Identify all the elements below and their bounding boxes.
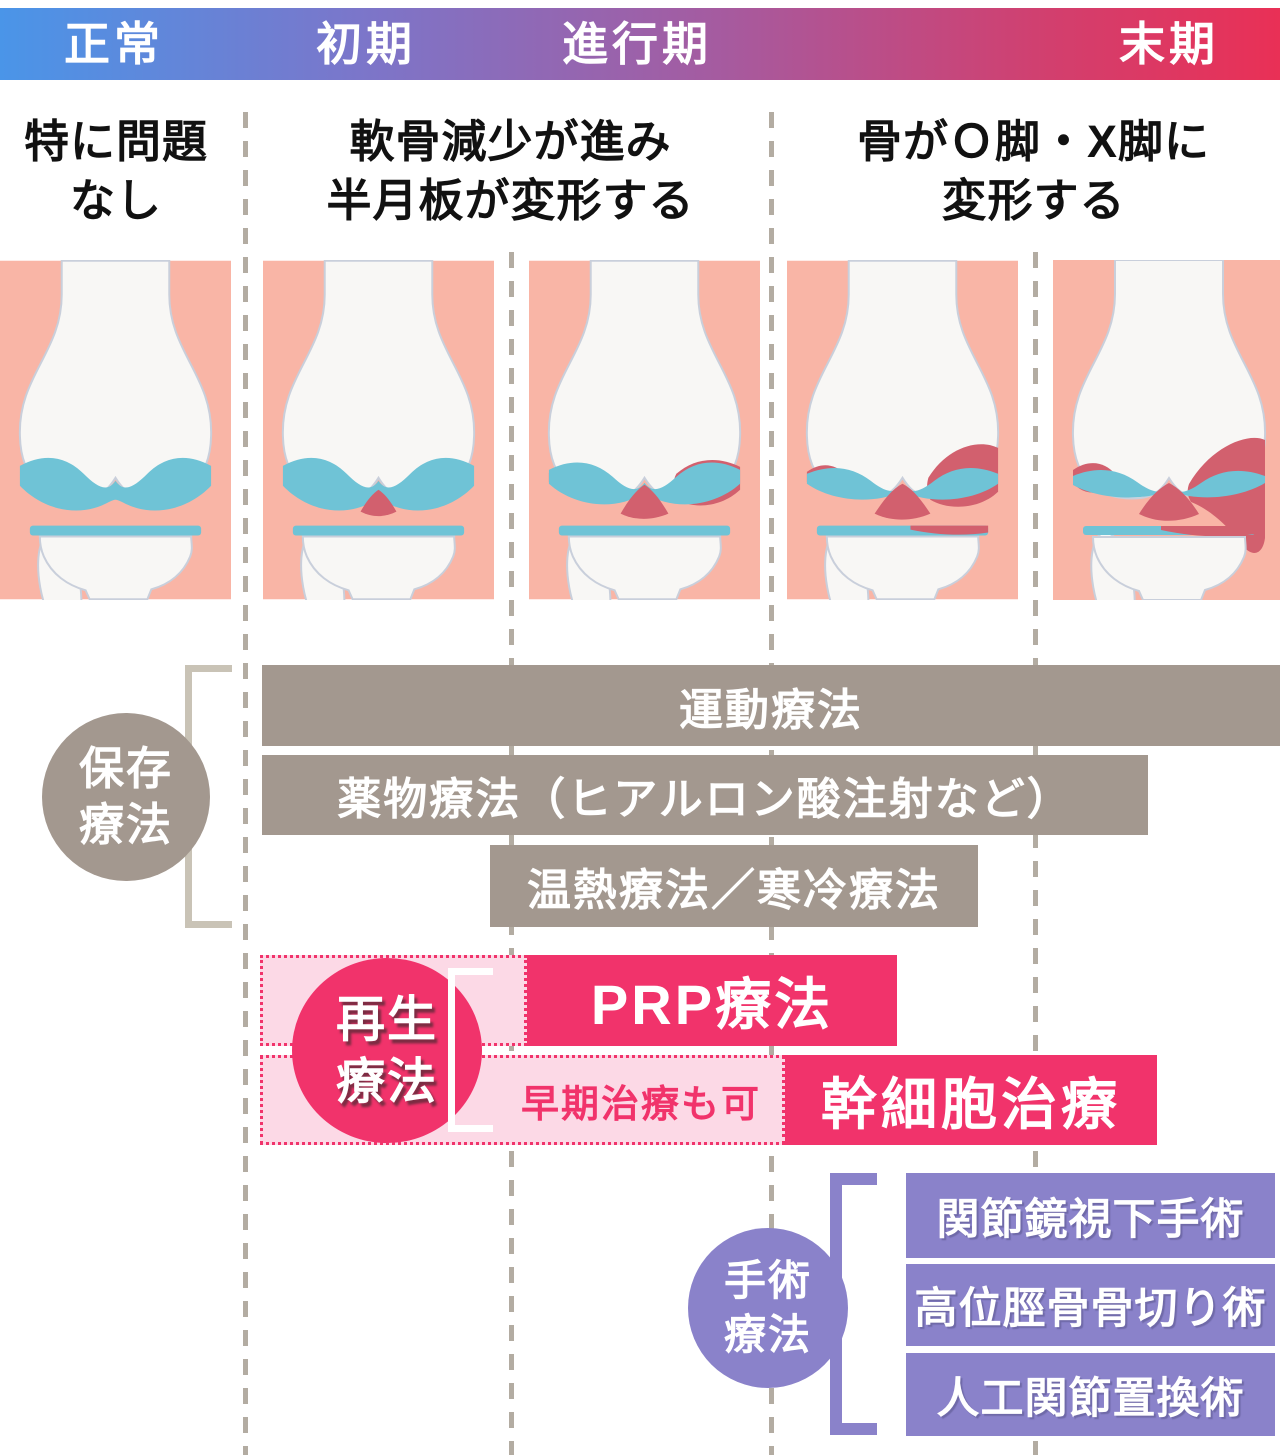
column-divider-1 <box>243 112 248 1455</box>
column-divider-4 <box>1033 252 1038 1455</box>
stage-label-early: 初期 <box>316 18 416 70</box>
therapy-bar-exercise: 運動療法 <box>262 665 1280 746</box>
stage-gradient-bar: 正常 初期 進行期 末期 <box>0 8 1280 80</box>
therapy-bar-medication: 薬物療法（ヒアルロン酸注射など） <box>262 755 1148 835</box>
conservative-group-circle: 保存 療法 <box>42 713 210 881</box>
early-treatment-note: 早期治療も可 <box>520 1083 761 1126</box>
therapy-bar-thermal: 温熱療法／寒冷療法 <box>490 845 978 927</box>
knee-illustration-stage-4-advanced <box>787 260 1018 600</box>
therapy-bar-prp: PRP療法 <box>527 955 897 1046</box>
therapy-bar-osteotomy: 高位脛骨骨切り術 <box>906 1264 1275 1346</box>
therapy-bar-stemcell: 幹細胞治療 <box>785 1055 1157 1145</box>
description-terminal: 骨がＯ脚・X脚に 変形する <box>856 116 1210 226</box>
surgical-group-circle: 手術 療法 <box>688 1228 848 1388</box>
knee-illustration-stage-3-progressing <box>529 260 760 600</box>
knee-illustration-stage-5-terminal <box>1053 260 1280 600</box>
stage-label-normal: 正常 <box>64 18 164 70</box>
regenerative-bracket <box>448 968 493 1132</box>
description-normal: 特に問題 なし <box>23 116 208 226</box>
therapy-bar-joint-replacement: 人工関節置換術 <box>906 1353 1275 1436</box>
knee-illustration-stage-1-normal <box>0 260 231 600</box>
description-early-progressing: 軟骨減少が進み 半月板が変形する <box>326 116 695 226</box>
therapy-bar-arthroscopy: 関節鏡視下手術 <box>906 1173 1275 1258</box>
knee-illustration-stage-2-early <box>263 260 494 600</box>
stage-label-terminal: 末期 <box>1119 18 1219 70</box>
stage-label-progressing: 進行期 <box>562 18 712 70</box>
